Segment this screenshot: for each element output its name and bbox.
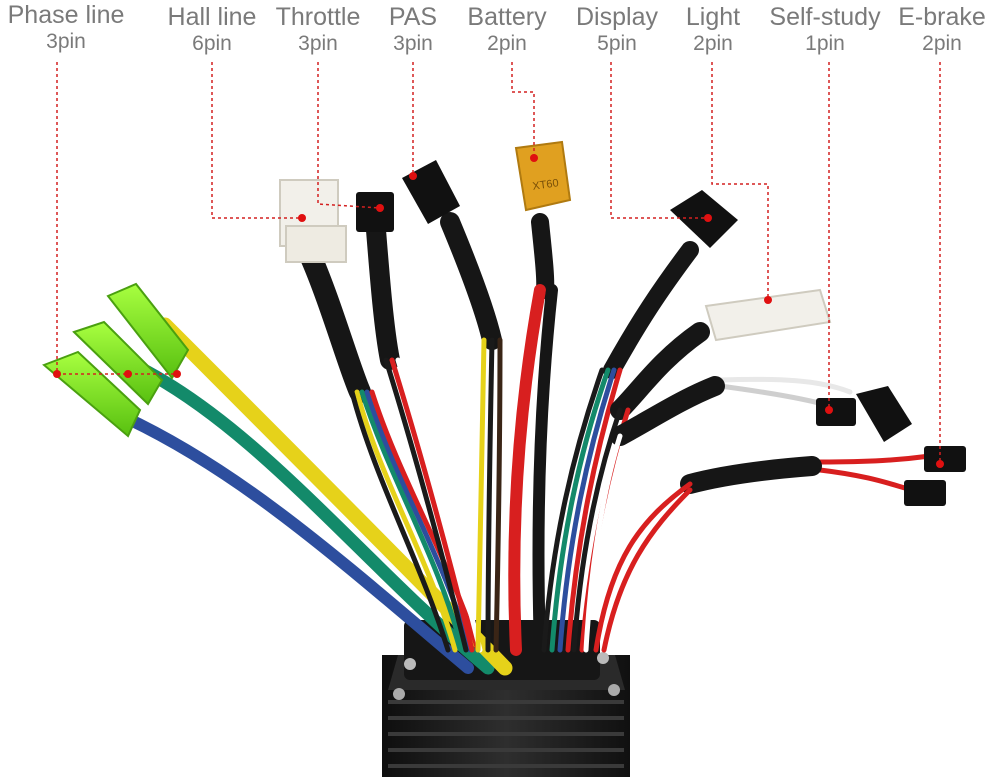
connector-pins: 6pin — [192, 32, 232, 55]
connector-pins: 5pin — [597, 32, 637, 55]
label-battery: Battery 2pin — [467, 3, 547, 55]
connector-pins: 2pin — [922, 32, 962, 55]
xt60-marking: XT60 — [532, 177, 560, 193]
connector-name: Battery — [467, 3, 547, 31]
display-cable — [541, 241, 699, 653]
connector-name: Throttle — [275, 3, 361, 31]
connector-pins: 3pin — [46, 30, 86, 53]
label-self-study: Self-study 1pin — [769, 3, 881, 55]
screw-icon — [404, 658, 416, 670]
e-brake-connectors — [904, 446, 966, 506]
connector-pins: 2pin — [487, 32, 527, 55]
throttle-connector — [356, 192, 394, 232]
label-throttle: Throttle 3pin — [275, 3, 361, 55]
connector-pins: 1pin — [805, 32, 845, 55]
screw-icon — [393, 688, 405, 700]
connector-pins: 2pin — [693, 32, 733, 55]
label-light: Light 2pin — [685, 3, 741, 55]
connector-pins: 3pin — [298, 32, 338, 55]
throttle-cable — [366, 220, 483, 653]
display-connector — [670, 190, 738, 248]
label-e-brake: E-brake 2pin — [898, 3, 986, 55]
battery-cable — [508, 213, 558, 656]
leader-dots — [53, 154, 944, 468]
battery-connector: XT60 — [514, 140, 572, 212]
light-connector — [704, 288, 832, 342]
leader-lines — [56, 62, 941, 464]
connector-name: E-brake — [898, 3, 986, 31]
label-hall-line: Hall line 6pin — [167, 3, 257, 55]
controller-body — [382, 620, 630, 777]
hall-line-cable — [299, 244, 481, 653]
label-display: Display 5pin — [576, 3, 658, 55]
connector-name: Phase line — [7, 1, 125, 29]
phase-connector-caps — [42, 282, 190, 438]
hall-line-connector — [279, 179, 347, 263]
screw-icon — [597, 652, 609, 664]
label-pas: PAS 3pin — [388, 3, 438, 55]
connector-pins: 3pin — [393, 32, 433, 55]
e-brake-cable — [593, 453, 933, 653]
self-study-connectors — [816, 386, 912, 442]
connector-name: Display — [576, 3, 658, 31]
screw-icon — [608, 684, 620, 696]
pas-cable — [440, 212, 503, 653]
connector-name: PAS — [388, 3, 438, 31]
connector-name: Self-study — [769, 3, 881, 31]
connector-name: Hall line — [167, 3, 257, 31]
connector-name: Light — [685, 3, 741, 31]
label-phase-line: Phase line 3pin — [7, 1, 125, 53]
